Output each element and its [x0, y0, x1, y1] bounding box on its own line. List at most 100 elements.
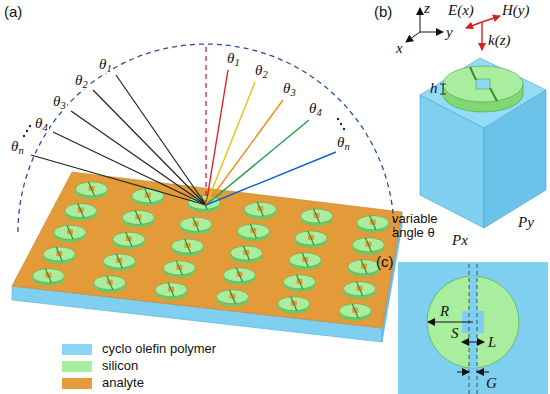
legend-text: analyte: [102, 376, 144, 390]
resonator: [193, 217, 199, 231]
panel-label: (b): [374, 4, 392, 21]
angle-label: θ4: [308, 100, 323, 117]
resonator: [278, 297, 310, 311]
resonator: [185, 239, 191, 253]
resonator: [314, 209, 320, 223]
resonator: [172, 239, 204, 253]
resonator: [237, 224, 269, 238]
resonator: [302, 253, 308, 267]
angle-label: θ2: [74, 72, 89, 89]
resonator: [168, 283, 174, 297]
resonator: [122, 210, 154, 224]
resonator: [352, 304, 358, 318]
resonator: [365, 238, 371, 252]
resonator: [357, 282, 363, 296]
resonator: [352, 238, 384, 252]
dimension-label: h: [430, 80, 438, 97]
resonator: [89, 182, 95, 196]
unit-cell: [420, 58, 546, 228]
resonator: [132, 189, 164, 203]
resonator: [223, 268, 255, 282]
resonator: [361, 260, 367, 274]
legend-swatch: [62, 378, 92, 389]
resonator: [126, 232, 132, 246]
split-ring-disc: [443, 66, 523, 112]
resonator: [76, 182, 108, 196]
resonator: [176, 261, 182, 275]
legend-swatch: [62, 361, 92, 372]
resonator: [65, 204, 97, 218]
resonator: [43, 247, 75, 261]
angle-arc: [18, 44, 394, 232]
dimension-label: Px: [452, 232, 468, 249]
resonator: [289, 253, 321, 267]
resonator: [145, 189, 151, 203]
resonator: [216, 290, 248, 304]
resonator: [94, 276, 126, 290]
resonator: [135, 210, 141, 224]
dimension-label: S: [451, 325, 459, 342]
axis-label: x: [396, 40, 403, 57]
field-label: E(x): [448, 2, 474, 19]
ellipsis-dots: [23, 118, 345, 137]
resonator: [236, 268, 242, 282]
resonator: [295, 231, 327, 245]
resonator: [45, 269, 51, 283]
dimension-label: R: [440, 303, 449, 320]
panel-label: (a): [4, 4, 22, 21]
resonator: [230, 246, 262, 260]
resonator: [301, 209, 333, 223]
legend-swatch: [62, 344, 92, 355]
resonator: [284, 275, 316, 289]
resonator: [370, 216, 376, 230]
axis-label: y: [446, 24, 453, 41]
resonator: [250, 224, 256, 238]
angle-label: θn: [336, 134, 351, 151]
resonator: [180, 217, 212, 231]
angle-label: θn: [10, 138, 25, 155]
angle-note: variable angle θ: [392, 212, 450, 241]
dimension-label: Py: [518, 214, 534, 231]
normal-line: [205, 46, 206, 205]
resonator: [291, 297, 297, 311]
dimension-label: L: [488, 334, 496, 351]
resonator: [107, 276, 113, 290]
angle-label: θ1: [98, 56, 113, 73]
angle-label: θ4: [34, 115, 49, 132]
resonator: [67, 225, 73, 239]
legend-text: silicon: [102, 359, 138, 373]
angle-label: θ3: [52, 93, 67, 110]
dimension-label: G: [486, 375, 497, 392]
angle-label: θ2: [254, 62, 269, 79]
panel-label: (c): [376, 254, 394, 271]
angle-label: θ1: [226, 50, 241, 67]
resonator: [103, 254, 135, 268]
height-mark: [440, 84, 446, 94]
resonator: [229, 290, 235, 304]
angle-label: θ3: [282, 80, 297, 97]
axis-label: z: [424, 0, 430, 17]
resonator: [155, 283, 187, 297]
field-label: H(y): [502, 2, 529, 19]
legend-text: cyclo olefin polymer: [102, 342, 216, 356]
resonator: [348, 260, 380, 274]
resonator: [32, 269, 64, 283]
resonator: [163, 261, 195, 275]
top-view: [398, 262, 548, 394]
resonator: [54, 225, 86, 239]
resonator: [308, 231, 314, 245]
resonator: [257, 202, 263, 216]
field-label: k(z): [488, 32, 511, 49]
resonator: [113, 232, 145, 246]
dimension-lines: [428, 322, 489, 372]
resonator: [243, 246, 249, 260]
resonator: [56, 247, 62, 261]
resonator: [357, 216, 389, 230]
incident-rays: [31, 75, 206, 205]
reflected-rays: [206, 70, 336, 205]
resonator: [339, 304, 371, 318]
resonator: [244, 202, 276, 216]
resonator: [116, 254, 122, 268]
resonator: [297, 275, 303, 289]
